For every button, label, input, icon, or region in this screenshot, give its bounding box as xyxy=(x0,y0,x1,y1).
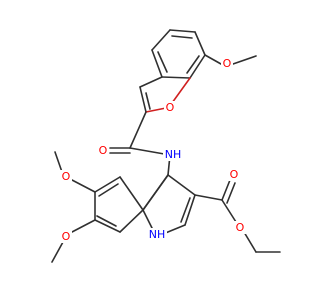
bond xyxy=(221,179,231,201)
label-background xyxy=(60,230,72,243)
bond xyxy=(54,151,63,173)
indole-nh-label: NH xyxy=(149,228,166,241)
double-bond-inner xyxy=(180,197,191,223)
double-bond-inner xyxy=(186,55,200,74)
bond xyxy=(142,174,169,211)
benzofuran-methoxy-group xyxy=(204,54,257,65)
double-bond-inner xyxy=(145,92,151,110)
label-background xyxy=(147,228,167,241)
bond xyxy=(169,29,196,33)
bond xyxy=(194,194,223,201)
bond xyxy=(171,77,191,104)
double-bond-inner xyxy=(171,35,193,39)
indole-benzene-ring xyxy=(94,174,169,233)
bond xyxy=(142,209,153,229)
amide-oxygen-label: O xyxy=(99,144,108,157)
bond xyxy=(221,199,237,223)
bond xyxy=(129,111,147,149)
indole-pyrrole-ring xyxy=(142,174,196,235)
ethyl-ester-group xyxy=(194,179,281,253)
bond xyxy=(232,55,257,65)
bond xyxy=(94,176,121,193)
benzofuran-furan-ring xyxy=(139,76,191,113)
double-bond xyxy=(226,182,236,204)
bond xyxy=(151,49,163,78)
label-background xyxy=(60,170,72,183)
bond xyxy=(119,176,144,211)
benzofuran-benzene-ring xyxy=(151,29,206,79)
benzofuran-methoxy-oxygen-label: O xyxy=(223,57,232,70)
ester-alkoxy-oxygen-label: O xyxy=(236,221,245,234)
molecule-structure-diagram: O O O NH NH O O O O xyxy=(51,29,281,263)
label-background xyxy=(228,168,240,181)
bond xyxy=(139,76,163,88)
atom-labels: O O O NH NH O O O O xyxy=(60,57,246,243)
bond xyxy=(94,219,121,233)
amide-group xyxy=(109,111,171,176)
label-background xyxy=(234,221,246,234)
bond xyxy=(119,209,144,233)
double-bond-inner xyxy=(96,215,117,227)
label-background xyxy=(163,148,183,161)
bond xyxy=(161,76,191,79)
bond xyxy=(139,86,147,113)
bond xyxy=(71,179,96,193)
bond xyxy=(204,54,222,65)
bond xyxy=(151,29,171,51)
label-background xyxy=(97,144,109,157)
methoxy-oxygen-6-label: O xyxy=(62,230,71,243)
label-background xyxy=(164,101,176,114)
bond xyxy=(51,241,64,263)
indole-methoxy-6 xyxy=(51,219,96,263)
furan-oxygen-label: O xyxy=(166,101,175,114)
amide-nitrogen-label: NH xyxy=(165,148,182,161)
double-bond-inner xyxy=(98,183,119,197)
indole-methoxy-5 xyxy=(54,151,96,193)
bond xyxy=(167,174,196,196)
methoxy-oxygen-5-label: O xyxy=(62,170,71,183)
bond xyxy=(189,54,206,79)
double-bond-inner xyxy=(157,51,168,73)
bond xyxy=(243,231,257,253)
label-background xyxy=(221,57,233,70)
bond xyxy=(71,219,96,233)
bond xyxy=(145,107,167,113)
bond xyxy=(194,31,206,56)
bond xyxy=(184,194,196,226)
ester-carbonyl-oxygen-label: O xyxy=(230,168,239,181)
